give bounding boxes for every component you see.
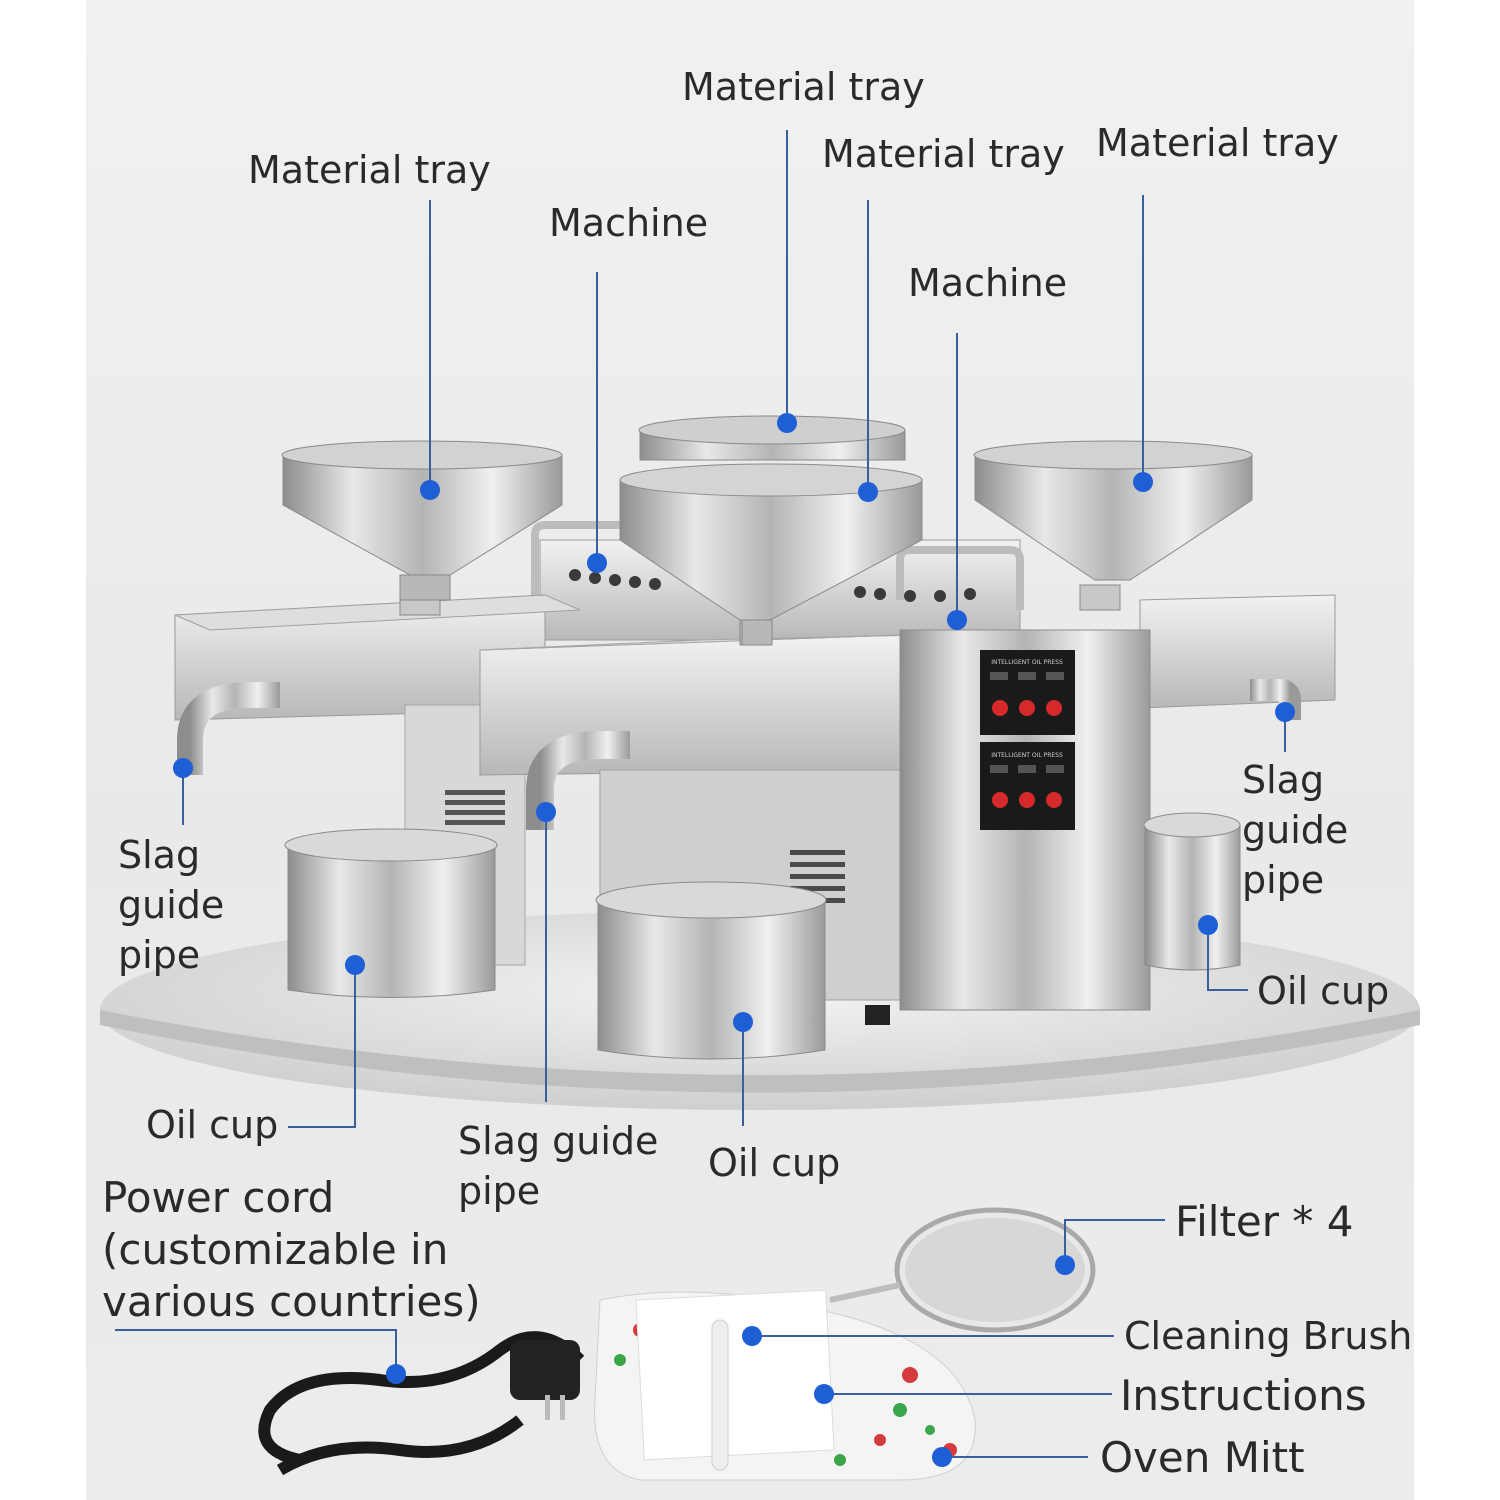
oil-cup-left: [284, 828, 498, 998]
marker-filter: [1055, 1255, 1075, 1275]
control-panel-title-top: INTELLIGENT OIL PRESS: [991, 659, 1063, 666]
label-instructions: Instructions: [1120, 1371, 1367, 1420]
back-center-tray: [638, 415, 906, 461]
label-oil-cup-center: Oil cup: [708, 1141, 841, 1185]
oil-cup-right: [1143, 812, 1241, 971]
label-material-tray-left: Material tray: [248, 148, 491, 192]
right-machine: [1079, 584, 1336, 720]
label-cleaning-brush: Cleaning Brush: [1124, 1314, 1413, 1358]
marker-right-oil-cup: [1198, 915, 1218, 935]
label-machine-left: Machine: [549, 201, 709, 245]
label-oven-mitt: Oven Mitt: [1100, 1433, 1305, 1482]
marker-front-machine: [947, 610, 967, 630]
control-panel-title-bottom: INTELLIGENT OIL PRESS: [991, 752, 1063, 759]
label-material-tray-front: Material tray: [822, 132, 1065, 176]
platform-edge: [100, 1010, 1420, 1093]
marker-back-tray: [777, 413, 797, 433]
instructions-image: [635, 1289, 835, 1461]
oil-cup-center: [595, 881, 827, 1060]
marker-center-oil-cup: [733, 1012, 753, 1032]
left-tray: [281, 440, 563, 601]
marker-instructions: [814, 1384, 834, 1404]
marker-cleaning-brush: [742, 1326, 762, 1346]
label-oil-cup-right: Oil cup: [1257, 969, 1390, 1013]
label-power-cord: Power cord (customizable in various coun…: [102, 1173, 481, 1326]
marker-oven-mitt: [932, 1447, 952, 1467]
marker-right-tray: [1133, 472, 1153, 492]
cleaning-brush-image: [711, 1319, 729, 1471]
power-cord-image: [258, 1331, 585, 1476]
marker-power-cord: [386, 1364, 406, 1384]
label-oil-cup-left: Oil cup: [146, 1103, 279, 1147]
marker-front-tray: [858, 482, 878, 502]
marker-center-slag-pipe: [536, 802, 556, 822]
label-filter: Filter * 4: [1175, 1197, 1354, 1246]
right-tray: [973, 440, 1253, 581]
marker-back-machine: [587, 553, 607, 573]
control-panel: INTELLIGENT OIL PRESS INTELLIGENT OIL PR…: [980, 650, 1075, 830]
label-material-tray-right: Material tray: [1096, 121, 1339, 165]
marker-left-tray: [420, 480, 440, 500]
marker-left-oil-cup: [345, 955, 365, 975]
marker-left-slag-pipe: [173, 758, 193, 778]
label-slag-guide-pipe-left: Slag guide pipe: [118, 833, 225, 977]
filter-image: [829, 1207, 1096, 1333]
label-material-tray-back: Material tray: [682, 65, 925, 109]
label-slag-guide-pipe-right: Slag guide pipe: [1242, 758, 1349, 902]
label-slag-guide-pipe-center: Slag guide pipe: [458, 1119, 659, 1213]
marker-dots: [173, 413, 1295, 1467]
front-center-tray: [619, 463, 923, 646]
marker-right-slag-pipe: [1275, 702, 1295, 722]
label-machine-right: Machine: [908, 261, 1068, 305]
